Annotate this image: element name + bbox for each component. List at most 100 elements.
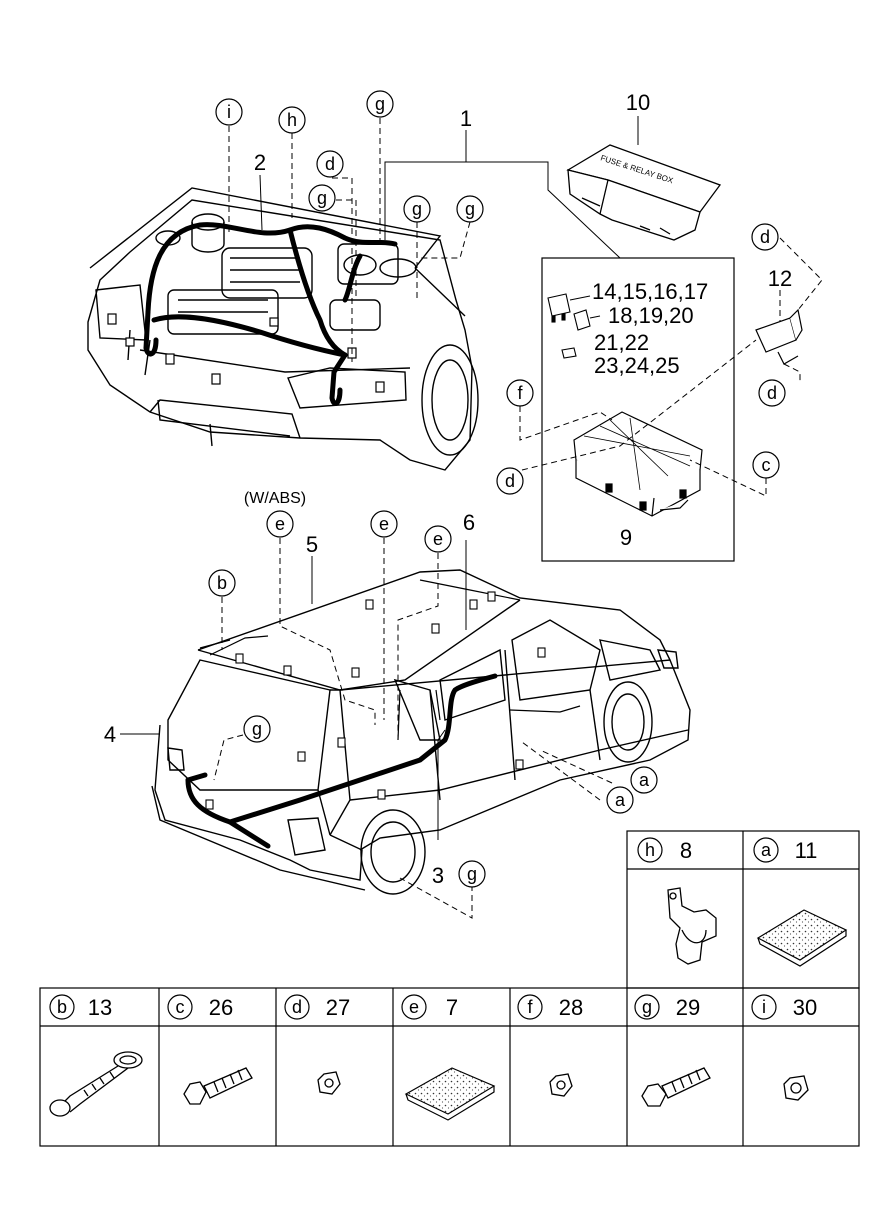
svg-text:13: 13 (88, 995, 112, 1020)
pad-icon-11 (756, 909, 848, 967)
fuse-icon (547, 293, 571, 323)
svg-text:g: g (375, 94, 385, 114)
clamp-icon (667, 887, 717, 965)
svg-text:d: d (767, 383, 777, 403)
svg-text:g: g (412, 199, 422, 219)
leader-lines-inset (519, 237, 823, 497)
legend-header-h-8: h 8 (637, 837, 692, 863)
svg-text:8: 8 (680, 838, 692, 863)
svg-text:d: d (760, 227, 770, 247)
grommet-icon (49, 1051, 143, 1117)
callout-g: g (458, 860, 486, 888)
svg-text:26: 26 (209, 995, 233, 1020)
nut-icon-30 (783, 1075, 809, 1101)
legend-header-a-11: a 11 (753, 837, 818, 863)
svg-text:11: 11 (795, 838, 818, 863)
callouts-top: i h g d g g g 1 2 10 12 (215, 90, 792, 291)
legend-header-f-28: f 28 (517, 994, 583, 1020)
engine-harness (143, 222, 398, 407)
mini-fuse-icon (561, 347, 577, 359)
svg-text:h: h (645, 840, 655, 860)
svg-text:g: g (467, 864, 477, 884)
svg-text:c: c (176, 997, 185, 1017)
w-abs-label: (W/ABS) (244, 490, 306, 507)
bracket (755, 308, 803, 365)
callout-e: e (424, 525, 452, 553)
bolt-icon-29 (641, 1067, 711, 1107)
part-numbers-18-20: 18,19,20 (608, 303, 694, 328)
svg-text:d: d (325, 154, 335, 174)
callout-g: g (456, 195, 484, 223)
van-illustration (151, 569, 691, 895)
svg-text:d: d (292, 997, 302, 1017)
svg-text:e: e (433, 529, 443, 549)
legend-header-b-13: b 13 (49, 994, 112, 1020)
part-number-12: 12 (768, 266, 792, 291)
part-number-1: 1 (460, 106, 472, 131)
svg-text:30: 30 (793, 995, 817, 1020)
part-numbers-23-25: 23,24,25 (594, 353, 680, 378)
part-number-6: 6 (463, 510, 475, 535)
part-number-9: 9 (620, 525, 632, 550)
svg-text:f: f (527, 997, 533, 1017)
callout-b: b (208, 569, 236, 597)
inset-parts: 14,15,16,17 18,19,20 21,22 23,24,25 (547, 279, 708, 378)
callout-g: g (366, 90, 394, 118)
legend-header-i-30: i 30 (751, 994, 817, 1020)
svg-text:e: e (409, 997, 419, 1017)
svg-text:e: e (379, 514, 389, 534)
svg-text:g: g (465, 199, 475, 219)
svg-text:g: g (642, 997, 652, 1017)
relay-icon (573, 309, 591, 331)
leader-lines-bottom (120, 538, 613, 919)
callout-c: c (752, 451, 780, 479)
part-numbers-21-22: 21,22 (594, 330, 649, 355)
leader-lines-top (228, 116, 639, 362)
bolt-icon-26 (183, 1067, 253, 1105)
legend-header-g-29: g 29 (634, 994, 700, 1020)
svg-text:d: d (505, 471, 515, 491)
svg-text:g: g (317, 188, 327, 208)
svg-text:7: 7 (446, 995, 458, 1020)
svg-text:f: f (517, 383, 523, 403)
callouts-bottom: e 5 e e 6 b 4 g 3 g a a (104, 510, 658, 888)
legend-header-c-26: c 26 (167, 994, 233, 1020)
svg-text:a: a (615, 790, 626, 810)
svg-text:h: h (287, 110, 297, 130)
part-numbers-14-17: 14,15,16,17 (592, 279, 708, 304)
legend-header-d-27: d 27 (284, 994, 350, 1020)
part-number-4: 4 (104, 722, 116, 747)
callout-g: g (308, 184, 336, 212)
svg-text:a: a (639, 770, 650, 790)
svg-text:g: g (252, 719, 262, 739)
part-number-10: 10 (626, 90, 650, 115)
legend-table (39, 830, 860, 1147)
svg-text:i: i (227, 102, 231, 122)
svg-text:27: 27 (326, 995, 350, 1020)
nut-icon-27 (317, 1071, 341, 1095)
svg-text:a: a (761, 840, 772, 860)
legend-header-e-7: e 7 (401, 994, 458, 1020)
callout-i: i (215, 98, 243, 126)
part-number-5: 5 (306, 532, 318, 557)
svg-text:28: 28 (559, 995, 583, 1020)
callout-g: g (243, 715, 271, 743)
svg-text:c: c (762, 455, 771, 475)
callout-f: f (506, 379, 534, 407)
callout-g: g (403, 195, 431, 223)
svg-text:i: i (762, 997, 766, 1017)
junction-block (573, 411, 703, 517)
callout-h: h (278, 106, 306, 134)
fuse-relay-box-cover: FUSE & RELAY BOX (566, 144, 722, 241)
callout-e: e (370, 510, 398, 538)
callout-d: d (316, 150, 344, 178)
svg-text:b: b (217, 573, 227, 593)
callout-d: d (751, 223, 779, 251)
callout-a: a (630, 766, 658, 794)
callouts-inset: d d f d c (496, 223, 786, 495)
pad-icon-7 (404, 1067, 496, 1121)
svg-text:e: e (275, 514, 285, 534)
body-harness (185, 673, 498, 849)
part-number-3: 3 (432, 863, 444, 888)
